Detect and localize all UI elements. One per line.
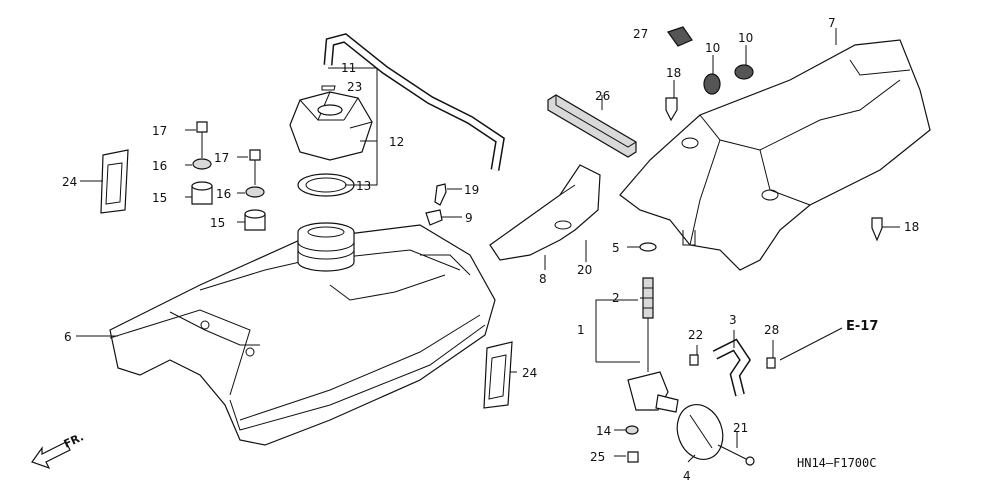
- callout-15a: 15: [152, 191, 167, 205]
- callout-16b: 16: [216, 187, 231, 201]
- drawing-code: HN14–F1700C: [797, 456, 876, 470]
- callout-20: 20: [577, 263, 592, 277]
- callout-22: 22: [688, 328, 703, 342]
- callout-18b: 18: [904, 220, 919, 234]
- clip-9: [425, 209, 443, 226]
- callout-16a: 16: [152, 159, 167, 173]
- callout-25: 25: [590, 450, 605, 464]
- callout-17b: 17: [214, 151, 229, 165]
- callout-24a: 24: [62, 175, 77, 189]
- callout-10a: 10: [705, 41, 720, 55]
- callout-28: 28: [764, 323, 779, 337]
- front-arrow: [31, 441, 71, 470]
- callout-24b: 24: [522, 366, 537, 380]
- grommet-27: [667, 26, 693, 47]
- callout-8: 8: [539, 272, 547, 286]
- callout-26: 26: [595, 89, 610, 103]
- callout-23: 23: [347, 80, 362, 94]
- front-label: FR.: [62, 430, 86, 450]
- callout-4: 4: [683, 469, 691, 483]
- callout-7: 7: [828, 16, 836, 30]
- callout-11: 11: [341, 61, 356, 75]
- bolt-18-right: [871, 217, 883, 242]
- tank-shroud: [619, 39, 931, 271]
- callout-27: 27: [633, 27, 648, 41]
- bolt-19: [434, 183, 447, 206]
- mounting-hardware-left: [100, 121, 513, 409]
- callout-9: 9: [465, 211, 473, 225]
- leader-lines: [76, 28, 900, 463]
- callout-10b: 10: [738, 31, 753, 45]
- hose-clip: [321, 85, 336, 91]
- callout-17a: 17: [152, 124, 167, 138]
- callout-13: 13: [356, 179, 371, 193]
- grommet-10a: [703, 73, 721, 95]
- callout-5: 5: [612, 241, 620, 255]
- bracket-8: [489, 164, 601, 261]
- fuel-cock-assembly: [625, 242, 776, 466]
- bolt-18-top: [665, 97, 678, 122]
- callout-14: 14: [596, 424, 611, 438]
- fuel-cap: [289, 91, 373, 161]
- callout-18a: 18: [666, 66, 681, 80]
- callout-3: 3: [729, 313, 737, 327]
- callout-1: 1: [577, 323, 585, 337]
- fuel-tank: [109, 222, 496, 446]
- callout-21: 21: [733, 421, 748, 435]
- callout-15b: 15: [210, 216, 225, 230]
- callout-19: 19: [464, 183, 479, 197]
- callout-12: 12: [389, 135, 404, 149]
- reference-e17: E-17: [846, 319, 878, 334]
- callout-6: 6: [64, 330, 72, 344]
- callout-2: 2: [612, 291, 620, 305]
- grommet-10b: [734, 64, 754, 80]
